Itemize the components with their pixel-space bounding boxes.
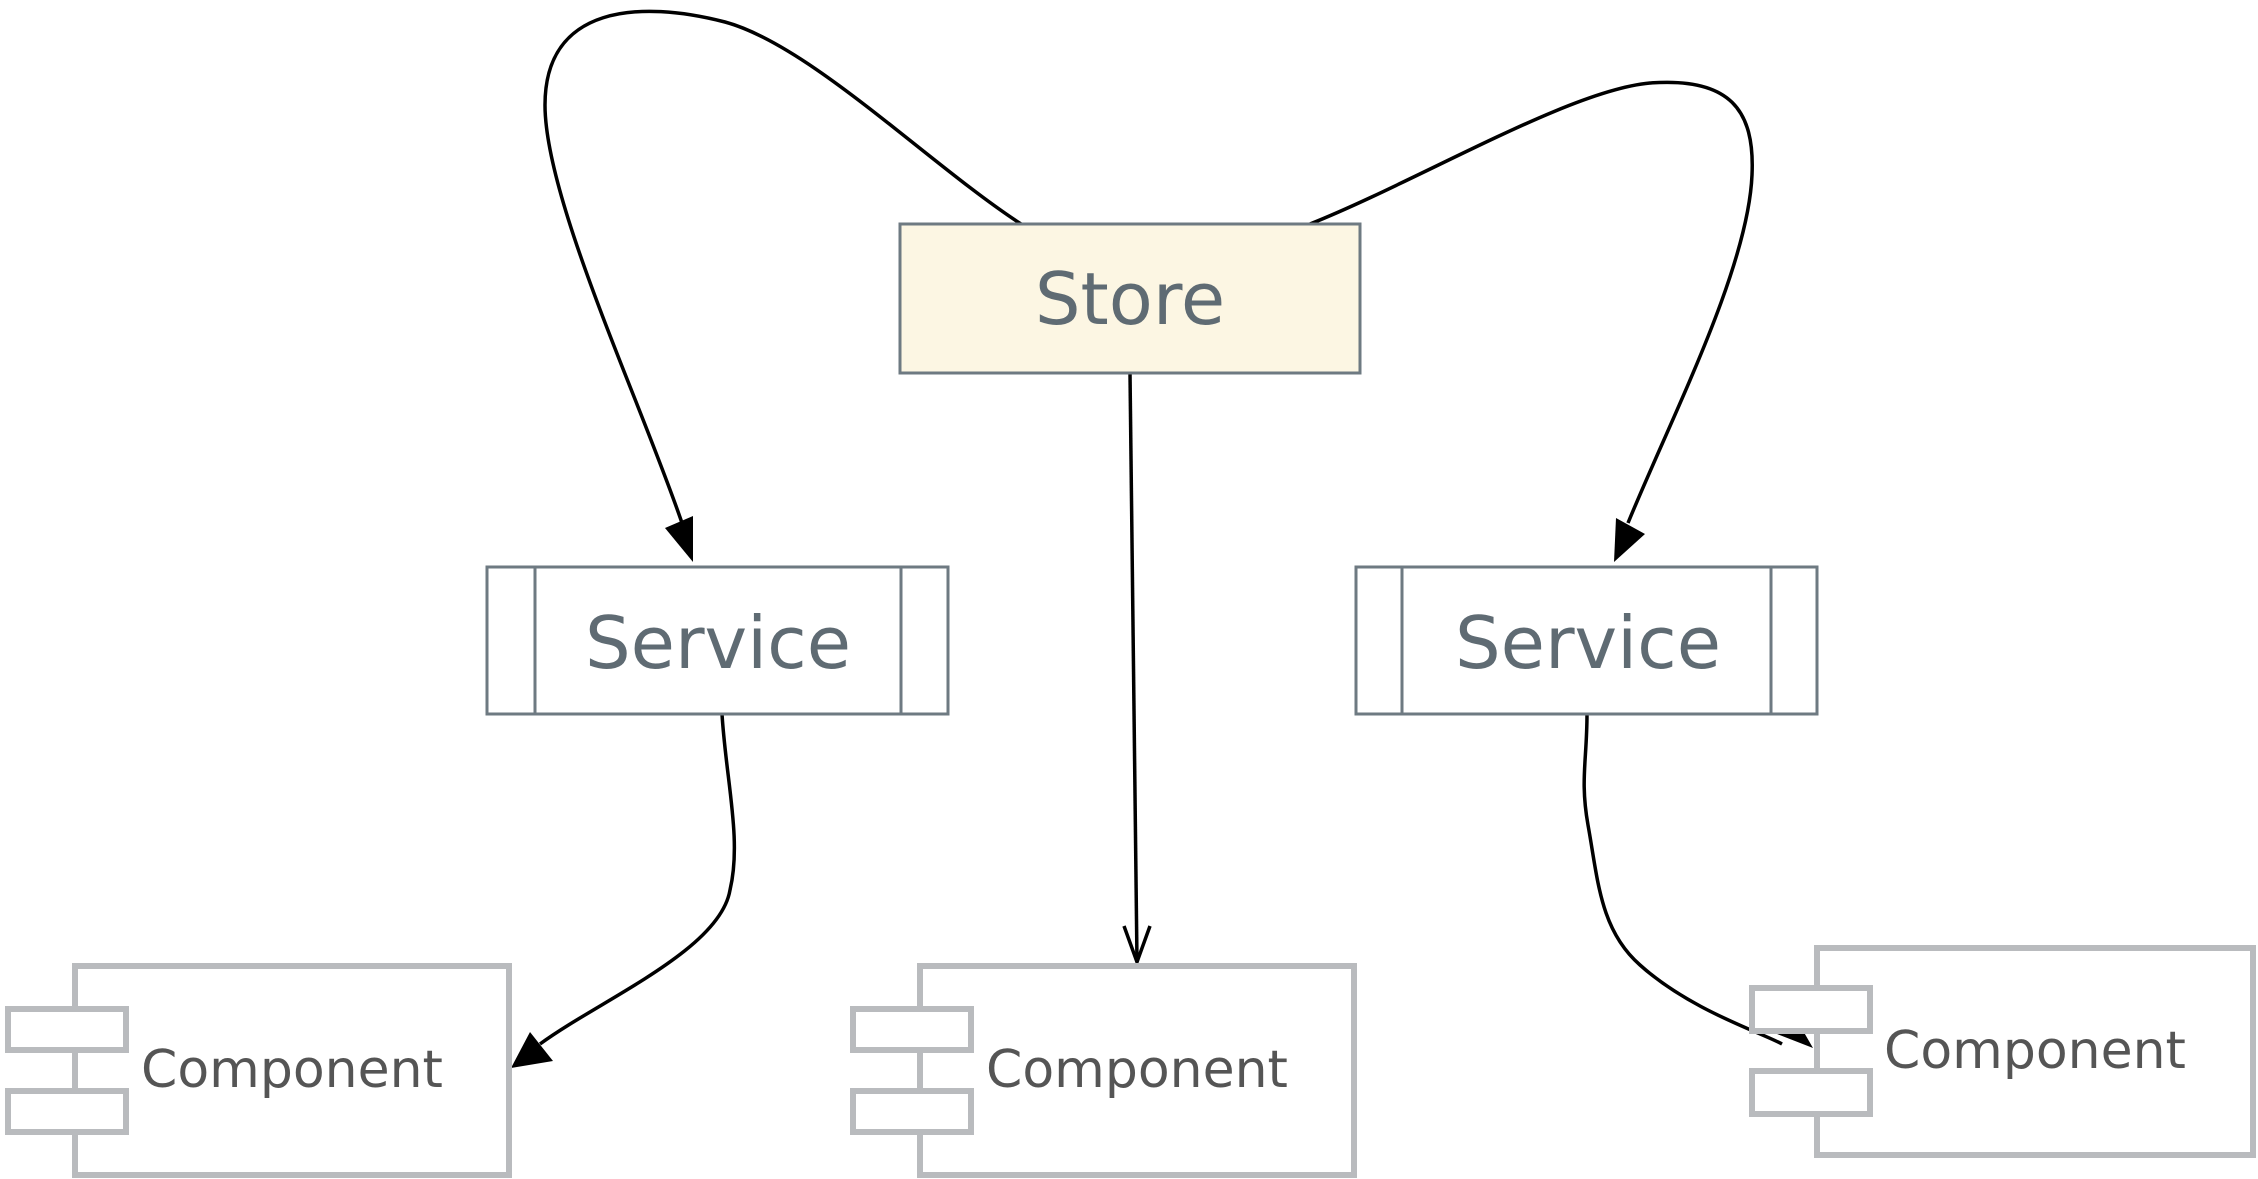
edge-store-to-service-left [543,9,1022,524]
arrowhead-service-left [665,516,693,562]
component-left-label: Component [141,1040,443,1100]
component-center-port-bottom [850,1088,974,1135]
service-right-node[interactable]: Service [1354,565,1819,716]
store-node[interactable]: Store [898,222,1362,375]
component-left-node[interactable]: Component [5,963,512,1178]
arrowhead-component-center [1122,925,1152,968]
edge-store-to-component-center [1128,372,1139,963]
component-center-node[interactable]: Component [850,963,1357,1178]
service-left-label: Service [585,601,851,685]
arrowhead-component-left [511,1032,553,1068]
component-right-port-top [1749,985,1873,1034]
component-left-port-bottom [5,1088,129,1135]
component-center-port-top [850,1006,974,1053]
component-right-port-bottom [1749,1068,1873,1117]
edge-store-to-service-right [1309,80,1754,524]
edge-service-left-to-component-left [538,713,737,1046]
component-right-node[interactable]: Component [1749,945,2256,1158]
component-center-label: Component [986,1040,1288,1100]
service-left-node[interactable]: Service [485,565,950,716]
service-right-label: Service [1455,601,1721,685]
edge-service-right-to-component-right [1582,713,1783,1046]
store-label: Store [1035,257,1225,341]
component-right-label: Component [1884,1021,2186,1081]
edges [511,9,1813,1068]
component-left-port-top [5,1006,129,1053]
arrowhead-service-right [1614,518,1645,562]
